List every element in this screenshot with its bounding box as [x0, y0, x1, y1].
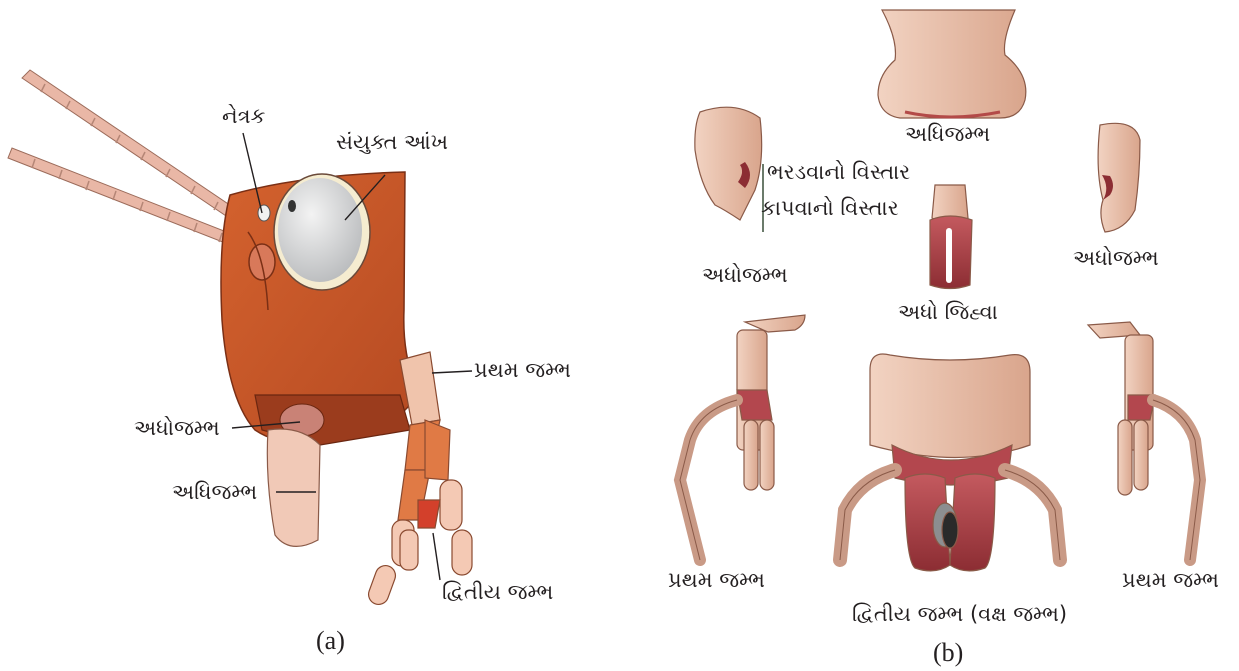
label-labrum-b: અધિજમ્ભ — [905, 124, 990, 145]
first-maxilla-b-left — [680, 315, 805, 560]
panel-b-mouthparts — [680, 10, 1200, 571]
label-mandible-b-right: અધોજમ્ભ — [1073, 248, 1159, 269]
first-maxilla-b-right — [1088, 322, 1200, 560]
caption-b: (b) — [933, 640, 963, 666]
labrum-b — [878, 10, 1026, 118]
label-labrum-a: અધિજમ્ભ — [172, 482, 257, 503]
label-second-maxilla-b: દ્વિતીય જમ્ભ (વક્ષ જમ્ભ) — [852, 604, 1067, 625]
label-second-maxilla-a: દ્વિતીય જમ્ભ — [442, 582, 553, 603]
label-ocellus: નેત્રક — [222, 106, 265, 127]
label-hypopharynx: અધો જિહ્વા — [898, 302, 998, 323]
labrum-a — [267, 429, 320, 546]
label-mandible-a: અધોજમ્ભ — [134, 418, 220, 439]
hypopharynx-b — [930, 185, 972, 289]
label-mandible-b-left: અધોજમ્ભ — [702, 265, 788, 286]
label-first-maxilla-b-right: પ્રથમ જમ્ભ — [1122, 570, 1219, 591]
antenna — [8, 70, 243, 248]
label-grinding-region: ભરડવાનો વિસ્તાર — [767, 162, 910, 183]
label-cutting-region: કાપવાનો વિસ્તાર — [761, 198, 899, 219]
label-first-maxilla-b-left: પ્રથમ જમ્ભ — [668, 570, 765, 591]
ocellus — [258, 205, 270, 221]
label-compound-eye: સંયુક્ત આંખ — [336, 132, 448, 153]
mandible-b-left — [695, 107, 762, 220]
caption-a: (a) — [316, 628, 345, 654]
second-maxilla-b — [840, 354, 1060, 571]
label-first-maxilla-a: પ્રથમ જમ્ભ — [474, 360, 571, 381]
